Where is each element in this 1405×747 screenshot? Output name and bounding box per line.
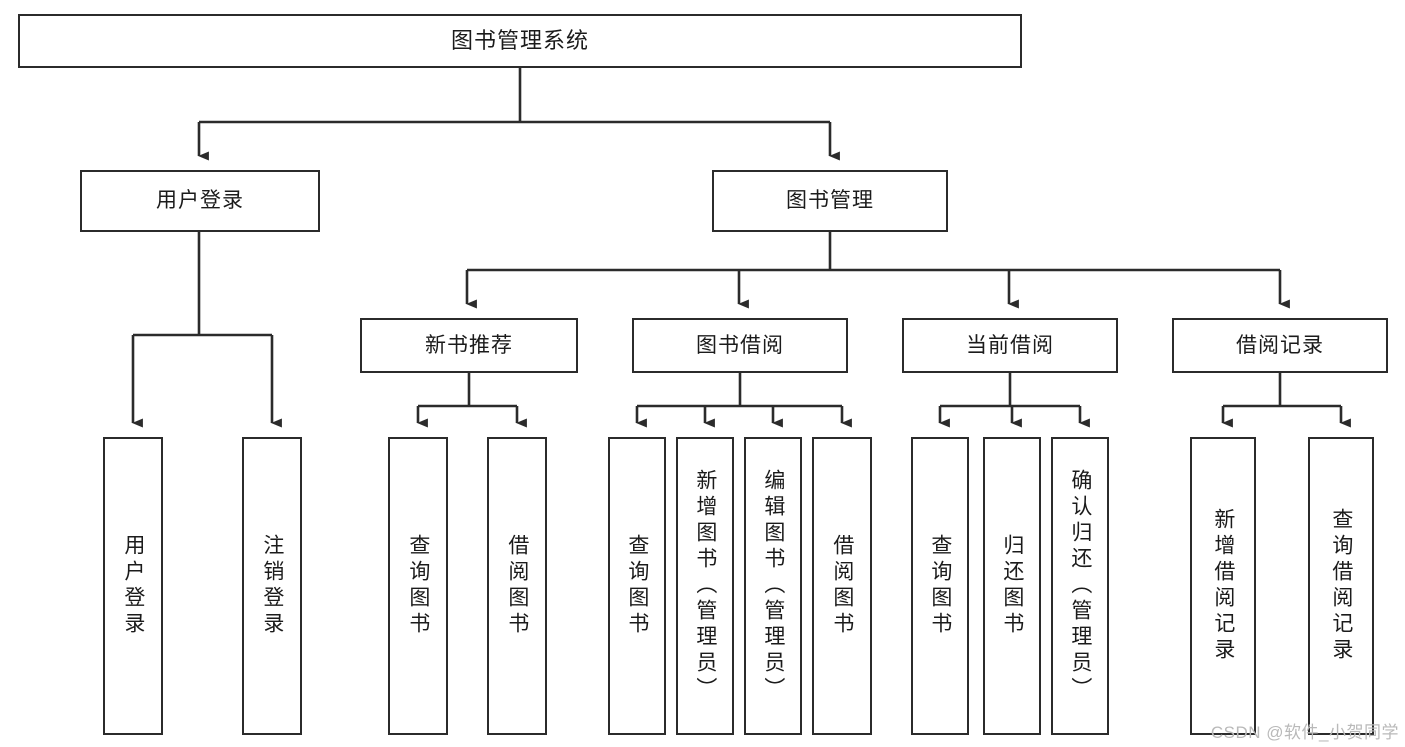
leaf-query-book-recommend[interactable]: 查询图书 <box>388 437 448 735</box>
leaf-confirm-return-admin[interactable]: 确认归还（管理员） <box>1051 437 1109 735</box>
leaf-query-borrow-record[interactable]: 查询借阅记录 <box>1308 437 1374 735</box>
leaf-edit-book-admin[interactable]: 编辑图书（管理员） <box>744 437 802 735</box>
leaf-return-book[interactable]: 归还图书 <box>983 437 1041 735</box>
node-new-book-recommend[interactable]: 新书推荐 <box>360 318 578 373</box>
leaf-query-book-borrow[interactable]: 查询图书 <box>608 437 666 735</box>
node-user-login[interactable]: 用户登录 <box>80 170 320 232</box>
node-label: 当前借阅 <box>966 333 1054 357</box>
node-label: 查询图书 <box>928 534 952 638</box>
leaf-add-borrow-record[interactable]: 新增借阅记录 <box>1190 437 1256 735</box>
node-label: 图书借阅 <box>696 333 784 357</box>
node-borrow-record[interactable]: 借阅记录 <box>1172 318 1388 373</box>
node-label: 用户登录 <box>156 189 244 213</box>
node-current-borrow[interactable]: 当前借阅 <box>902 318 1118 373</box>
node-label: 新增借阅记录 <box>1211 508 1235 664</box>
node-label: 图书管理 <box>786 189 874 213</box>
leaf-borrow-book-recommend[interactable]: 借阅图书 <box>487 437 547 735</box>
leaf-borrow-book[interactable]: 借阅图书 <box>812 437 872 735</box>
node-label: 新增图书（管理员） <box>693 469 717 703</box>
leaf-user-logout[interactable]: 注销登录 <box>242 437 302 735</box>
leaf-query-book-current[interactable]: 查询图书 <box>911 437 969 735</box>
node-label: 查询图书 <box>625 534 649 638</box>
node-book-borrow[interactable]: 图书借阅 <box>632 318 848 373</box>
node-label: 借阅记录 <box>1236 333 1324 357</box>
node-label: 图书管理系统 <box>450 27 589 53</box>
node-label: 借阅图书 <box>830 534 854 638</box>
node-label: 注销登录 <box>260 534 284 638</box>
node-label: 确认归还（管理员） <box>1068 469 1092 703</box>
node-label: 借阅图书 <box>505 534 529 638</box>
node-label: 编辑图书（管理员） <box>761 469 785 703</box>
node-book-management[interactable]: 图书管理 <box>712 170 948 232</box>
leaf-add-book-admin[interactable]: 新增图书（管理员） <box>676 437 734 735</box>
leaf-user-login[interactable]: 用户登录 <box>103 437 163 735</box>
node-label: 查询图书 <box>406 534 430 638</box>
node-label: 新书推荐 <box>425 333 513 357</box>
node-label: 查询借阅记录 <box>1329 508 1353 664</box>
node-label: 用户登录 <box>121 534 145 638</box>
node-root[interactable]: 图书管理系统 <box>18 14 1022 68</box>
watermark: CSDN @软件_小贺同学 <box>1210 723 1399 742</box>
node-label: 归还图书 <box>1000 534 1024 638</box>
